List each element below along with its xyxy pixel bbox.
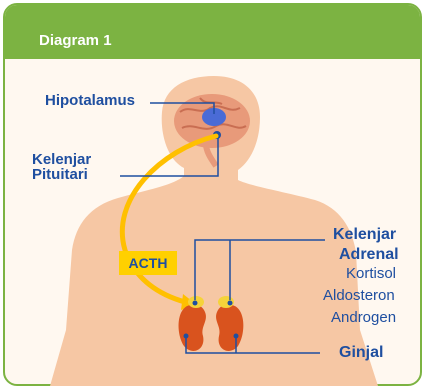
adrenal-label-line1: Kelenjar: [333, 226, 396, 244]
hormone-kortisol: Kortisol: [346, 265, 396, 282]
pituitary-label-line1: Kelenjar: [32, 152, 91, 167]
adrenal-label-line2: Adrenal: [339, 246, 399, 264]
hormone-androgen: Androgen: [331, 309, 396, 326]
pituitary-label-line2: Pituitari: [32, 167, 88, 182]
kidney-label: Ginjal: [339, 344, 383, 362]
hypothalamus-label: Hipotalamus: [45, 92, 135, 109]
hormone-aldosteron: Aldosteron: [323, 287, 395, 304]
acth-badge: ACTH: [119, 251, 177, 275]
